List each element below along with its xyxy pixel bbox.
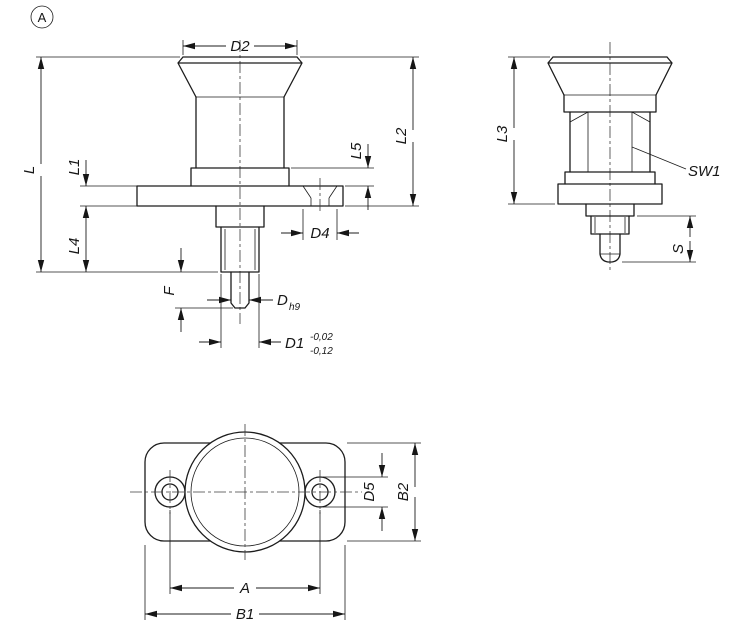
dim-l5: L5 — [291, 142, 374, 210]
front-neck — [215, 205, 265, 228]
view-marker-circle — [30, 5, 54, 29]
dim-b2: B2 — [347, 442, 421, 542]
dim-l1: L1 — [66, 159, 137, 207]
dim-label-d1-tol-upper: -0,02 — [310, 332, 333, 343]
dim-label-l1: L1 — [66, 159, 83, 176]
front-threaded-stud — [220, 226, 260, 273]
side-hex-sleeve — [569, 111, 651, 173]
dim-l: L — [21, 56, 218, 273]
dim-label-s: S — [670, 244, 687, 254]
front-collar — [190, 167, 290, 187]
dim-label-l3: L3 — [494, 125, 511, 142]
dim-d2: D2 — [182, 38, 298, 55]
dim-label-sw1: SW1 — [688, 163, 721, 180]
dim-d-h9: D h9 — [207, 292, 301, 313]
dim-label-d2: D2 — [230, 38, 250, 55]
dim-label-f: F — [161, 286, 178, 296]
dim-d4: D4 — [281, 209, 359, 242]
front-flange-countersink — [302, 185, 338, 206]
dim-l3: L3 — [494, 56, 555, 205]
dim-label-d-fit: h9 — [289, 302, 301, 313]
dim-l2: L2 — [300, 56, 419, 207]
dim-label-d5: D5 — [361, 482, 378, 502]
front-view: D2 L L1 L4 F — [21, 38, 419, 357]
side-pin — [599, 233, 621, 263]
dim-label-d1-tol-lower: -0,12 — [310, 346, 333, 357]
bottom-view: D5 B2 A B1 — [130, 424, 421, 623]
dim-label-d1: D1 — [285, 335, 304, 352]
dim-a: A — [169, 510, 321, 597]
front-flange — [136, 178, 344, 214]
front-knob — [177, 56, 303, 169]
side-neck — [585, 203, 635, 217]
dim-label-l4: L4 — [66, 238, 83, 255]
side-knob — [547, 56, 673, 113]
callout-sw1: SW1 — [631, 146, 721, 180]
dim-s: S — [622, 215, 696, 263]
dim-label-l2: L2 — [393, 127, 410, 144]
side-flange — [557, 183, 663, 205]
dim-l4: L4 — [66, 206, 90, 272]
dim-label-b2: B2 — [395, 482, 412, 501]
dim-f: F — [161, 248, 233, 332]
bottom-centerlines — [130, 424, 362, 560]
dim-label-d4: D4 — [310, 225, 329, 242]
dim-d5: D5 — [323, 453, 388, 531]
dim-label-l5: L5 — [348, 142, 365, 159]
dim-label-a: A — [239, 580, 250, 597]
dim-d1: D1 -0,02 -0,12 — [199, 274, 333, 357]
dim-label-l: L — [21, 166, 38, 174]
side-collar — [564, 171, 656, 185]
dim-label-b1: B1 — [236, 606, 254, 623]
view-marker-label: A — [38, 10, 47, 25]
side-view: SW1 L3 S — [494, 42, 721, 272]
view-marker: A — [30, 5, 54, 29]
side-threaded-stud — [590, 215, 630, 235]
dim-label-d: D — [277, 292, 288, 309]
sw1-leader-line — [631, 146, 687, 170]
dim-b1: B1 — [144, 545, 346, 623]
front-pin — [230, 271, 250, 309]
